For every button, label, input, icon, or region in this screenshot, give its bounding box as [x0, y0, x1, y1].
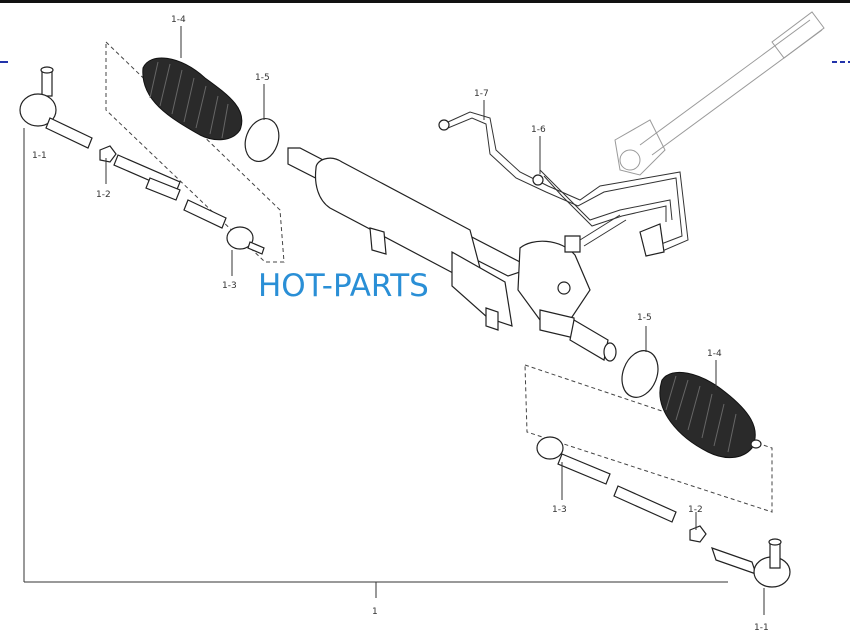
right-tie-rod-end	[711, 538, 791, 615]
label-nut-left: 1-2	[96, 190, 111, 200]
label-hose-b: 1-7	[474, 89, 489, 99]
label-tie-rod-end-left: 1-1	[32, 151, 47, 161]
right-subassembly-outline	[524, 364, 773, 513]
left-tie-rod-end	[19, 66, 93, 149]
left-nut	[99, 145, 117, 163]
label-assembly: 1	[372, 607, 378, 617]
label-tie-rod-end-right: 1-1	[754, 623, 769, 633]
label-boot-right: 1-4	[707, 349, 722, 359]
watermark-text: HOT-PARTS	[258, 268, 429, 304]
steering-column	[614, 11, 825, 176]
label-hose-a: 1-6	[531, 125, 546, 135]
assembly-bracket	[23, 128, 728, 598]
right-nut	[689, 525, 707, 543]
label-inner-tie-rod-left: 1-3	[222, 281, 237, 291]
rack-housing	[287, 147, 617, 362]
label-nut-right: 1-2	[688, 505, 703, 515]
right-clamp	[621, 350, 659, 398]
label-clamp-left: 1-5	[255, 73, 270, 83]
left-clamp	[244, 118, 280, 162]
hydraulic-lines	[438, 111, 689, 257]
top-border	[0, 0, 850, 3]
label-inner-tie-rod-right: 1-3	[552, 505, 567, 515]
label-boot-left: 1-4	[171, 15, 186, 25]
label-clamp-right: 1-5	[637, 313, 652, 323]
left-boot	[142, 57, 243, 141]
right-boot	[659, 371, 762, 458]
left-inner-tie-rod	[113, 154, 265, 255]
right-inner-tie-rod	[536, 436, 677, 523]
left-subassembly-outline	[105, 40, 285, 263]
leader-lines	[105, 26, 717, 530]
